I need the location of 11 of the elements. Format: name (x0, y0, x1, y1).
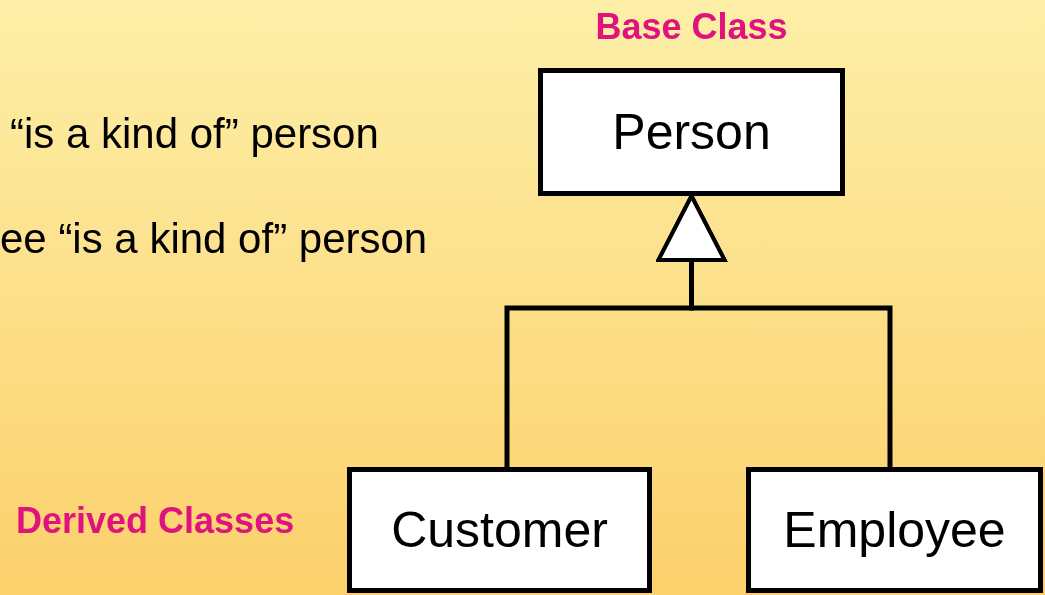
section-label: Base Class (595, 6, 788, 48)
class-name: Customer (391, 501, 608, 559)
inheritance-arrow (656, 194, 893, 467)
class-name: Employee (783, 501, 1006, 559)
class-box (746, 467, 1043, 593)
statement-text: “is a kind of” person (10, 110, 379, 158)
class-box (538, 68, 845, 196)
class-box (347, 467, 652, 593)
statement-text: ee “is a kind of” person (0, 215, 428, 263)
class-name: Person (612, 103, 771, 161)
section-label: Derived Classes (16, 500, 295, 542)
